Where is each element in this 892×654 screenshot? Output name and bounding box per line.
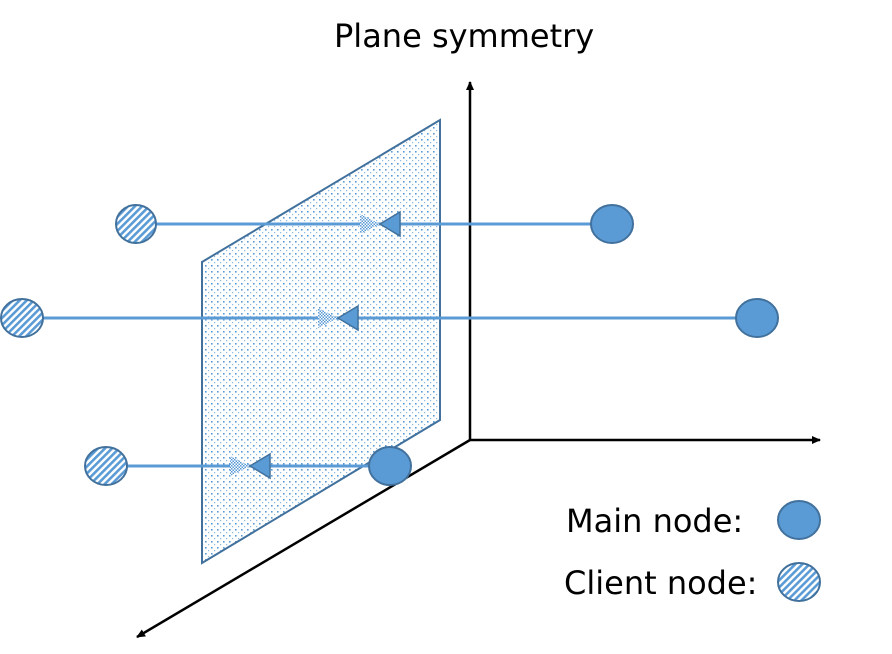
node-pair-3 <box>84 446 412 486</box>
main-node <box>590 204 634 244</box>
legend-client-label: Client node: <box>564 564 758 602</box>
legend-main-label: Main node: <box>566 502 744 540</box>
legend-client-node-icon <box>777 562 821 602</box>
client-arrow-icon <box>318 308 338 328</box>
client-arrow-icon <box>230 456 250 476</box>
symmetry-plane <box>201 118 441 565</box>
client-node <box>84 446 128 486</box>
main-arrow-icon <box>248 452 271 480</box>
legend-main-node-icon <box>777 500 821 540</box>
main-node <box>368 446 412 486</box>
main-arrow-icon <box>378 210 401 238</box>
client-node <box>115 204 157 244</box>
client-arrow-icon <box>360 214 380 234</box>
axes <box>136 81 821 639</box>
node-pair-1 <box>115 204 634 244</box>
main-arrow-icon <box>336 304 359 332</box>
client-node <box>0 298 44 338</box>
z-axis <box>136 438 471 639</box>
node-pair-2 <box>0 298 779 338</box>
main-node <box>735 298 779 338</box>
diagram-title: Plane symmetry <box>334 17 595 55</box>
